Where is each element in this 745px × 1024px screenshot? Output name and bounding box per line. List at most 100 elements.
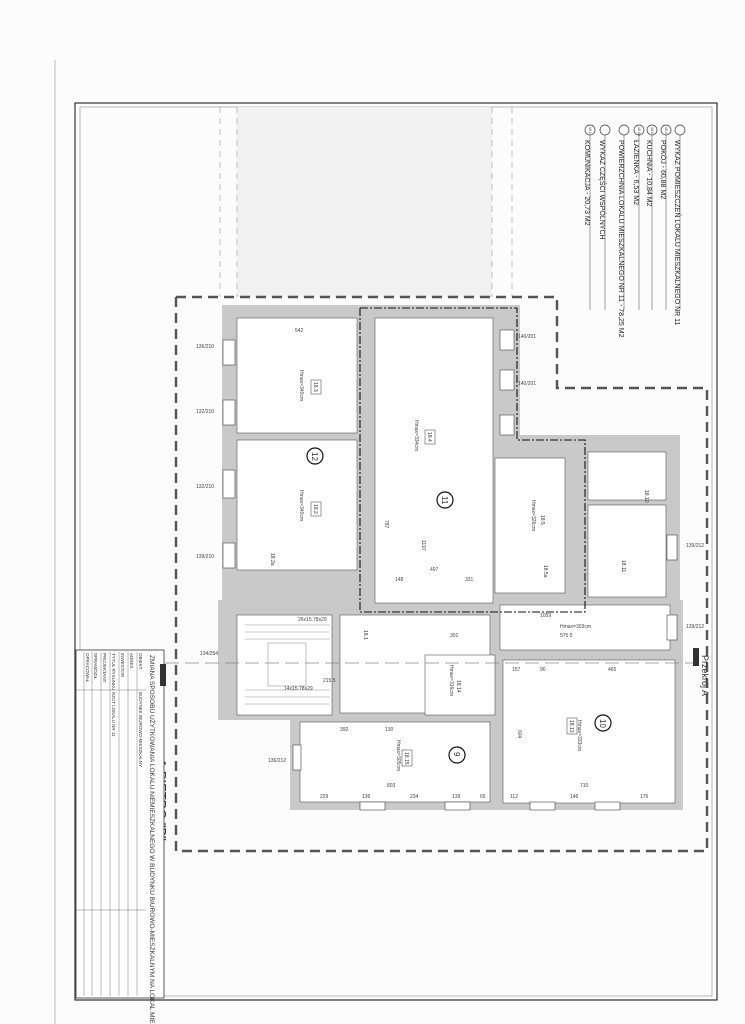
neighbour-area xyxy=(237,107,492,297)
svg-text:301: 301 xyxy=(450,633,459,639)
room-codes: 18.3 18.2 18.2a 18.4 18.5 18.5a 18.15 18… xyxy=(269,379,649,767)
svg-text:710: 710 xyxy=(580,783,589,789)
svg-text:148: 148 xyxy=(395,577,404,583)
title-block: ZMIANA SPOSOBU UŻYTKOWANIA LOKALU NIEMIE… xyxy=(75,649,166,1024)
unit-number-12: 12 xyxy=(310,452,319,461)
room-18-11 xyxy=(587,504,667,598)
svg-text:112: 112 xyxy=(510,794,518,800)
svg-text:PROJEKTANT: PROJEKTANT xyxy=(102,653,107,683)
svg-text:575.5: 575.5 xyxy=(560,633,573,639)
svg-text:139/212: 139/212 xyxy=(686,543,704,549)
bathrooms xyxy=(587,451,667,501)
svg-text:146: 146 xyxy=(570,794,579,800)
svg-text:497: 497 xyxy=(430,567,439,573)
svg-text:Hmax=340cm: Hmax=340cm xyxy=(298,490,304,521)
svg-text:132/210: 132/210 xyxy=(196,409,214,415)
legend-common-header: WYKAZ CZĘŚCI WSPÓLNYCH xyxy=(598,140,607,240)
legend-code: 18.4 xyxy=(664,127,668,134)
room-18-3 xyxy=(236,317,358,434)
svg-text:136/210: 136/210 xyxy=(196,344,214,350)
room-code: 18.3 xyxy=(312,382,318,392)
svg-text:215.5: 215.5 xyxy=(323,678,336,684)
svg-text:Hmax=326cm: Hmax=326cm xyxy=(530,500,536,531)
svg-text:BUDYNEK BIUROWO-MIESZKALNY: BUDYNEK BIUROWO-MIESZKALNY xyxy=(138,692,143,767)
legend-code: 18.1 xyxy=(588,127,592,134)
svg-text:176: 176 xyxy=(640,794,649,800)
svg-text:134/254: 134/254 xyxy=(200,651,218,657)
window-labels: 136/210 132/210 132/210 139/210 140/201 … xyxy=(196,334,704,764)
svg-text:INWESTOR: INWESTOR xyxy=(120,653,125,678)
room-code: 18.4 xyxy=(426,432,432,442)
unit-11-boundary xyxy=(359,307,586,613)
svg-text:Hmax=305cm: Hmax=305cm xyxy=(395,740,401,771)
svg-text:Hmax=303cm: Hmax=303cm xyxy=(560,624,591,630)
svg-text:Hmax=333cm: Hmax=333cm xyxy=(576,720,582,751)
legend-header: WYKAZ POMIESZCZEŃ LOKALU MIESZKALNEGO NR… xyxy=(673,140,682,326)
section-marker xyxy=(693,648,699,666)
svg-text:229: 229 xyxy=(320,794,329,800)
room-code: 18.14 xyxy=(455,680,461,693)
unit-number-10: 10 xyxy=(598,719,607,728)
svg-text:465: 465 xyxy=(608,667,617,673)
svg-text:331: 331 xyxy=(465,577,474,583)
windows xyxy=(222,329,678,811)
svg-text:157: 157 xyxy=(512,667,521,673)
legend-item: ŁAZIENKA - 6,53 M2 xyxy=(632,140,639,205)
svg-text:139/210: 139/210 xyxy=(196,554,214,560)
svg-text:130: 130 xyxy=(385,727,394,733)
svg-text:1197: 1197 xyxy=(420,540,426,551)
scope-boundary xyxy=(174,295,709,853)
legend-code: 18.5 xyxy=(650,127,654,134)
section-label: Przekrój A xyxy=(700,655,710,696)
unit-number-11: 11 xyxy=(440,496,449,505)
svg-text:ADRES: ADRES xyxy=(129,653,134,669)
legend-total: POWIERZCHNIA LOKALU MIESZKALNEGO NR 11 -… xyxy=(617,140,624,338)
svg-text:604: 604 xyxy=(516,730,522,739)
room-18-4 xyxy=(374,317,494,604)
svg-text:140/201: 140/201 xyxy=(518,381,536,387)
drawing-frame xyxy=(74,102,718,1001)
svg-text:139/212: 139/212 xyxy=(686,624,704,630)
svg-text:1059: 1059 xyxy=(540,613,551,619)
svg-text:139: 139 xyxy=(452,794,461,800)
room-code: 18.1 xyxy=(362,630,368,640)
title-block-subject: ZMIANA SPOSOBU UŻYTKOWANIA LOKALU NIEMIE… xyxy=(148,655,157,1024)
svg-text:TYTUŁ RYSUNKU: TYTUŁ RYSUNKU xyxy=(111,653,116,690)
legend-item: POKÓJ - 60,88 M2 xyxy=(659,140,668,199)
svg-text:90: 90 xyxy=(540,667,546,673)
svg-text:Hmax=316cm: Hmax=316cm xyxy=(448,665,454,696)
room-18-5 xyxy=(494,457,566,594)
room-code: 18.5 xyxy=(539,515,545,525)
room-18-2 xyxy=(236,439,358,571)
room-code: 18.10 xyxy=(643,490,649,503)
neighbour-lines xyxy=(219,107,513,297)
svg-text:65: 65 xyxy=(480,794,486,800)
legend-item: KUCHNIA - 10,84 M2 xyxy=(645,140,652,207)
svg-text:136/212: 136/212 xyxy=(268,758,286,764)
svg-text:136: 136 xyxy=(362,794,371,800)
svg-text:RZUT LOKALU NR 11: RZUT LOKALU NR 11 xyxy=(111,692,116,737)
svg-text:803: 803 xyxy=(387,783,396,789)
svg-text:OPRACOWAŁ: OPRACOWAŁ xyxy=(85,653,90,683)
svg-text:392: 392 xyxy=(340,727,349,733)
legend: 18.4 18.5 18.5a 18.1 WYKAZ POMIESZCZEŃ L… xyxy=(583,124,686,338)
stair-treads xyxy=(245,624,330,705)
svg-text:26x15.78x29: 26x15.78x29 xyxy=(298,617,327,623)
room-code: 18.2a xyxy=(269,553,275,566)
legend-common-item: KOMUNIKACJA - 20,73 M2 xyxy=(583,140,590,226)
room-18-13 xyxy=(502,659,676,804)
svg-text:234: 234 xyxy=(410,794,419,800)
room-code: 18.11 xyxy=(620,560,626,572)
svg-text:Hmax=334cm: Hmax=334cm xyxy=(413,420,419,451)
room-code: 18.5a xyxy=(542,565,548,578)
legend-code: 18.5a xyxy=(637,127,641,136)
room-18-14 xyxy=(424,654,496,716)
svg-text:132/210: 132/210 xyxy=(196,484,214,490)
svg-text:OBIEKT: OBIEKT xyxy=(138,653,143,670)
svg-text:140/201: 140/201 xyxy=(518,334,536,340)
svg-text:Hmax=340cm: Hmax=340cm xyxy=(298,370,304,401)
svg-text:SPRAWDZIŁ: SPRAWDZIŁ xyxy=(93,653,98,680)
room-code: 18.15 xyxy=(403,752,409,765)
unit-markers: 12 11 9 10 xyxy=(306,447,612,764)
